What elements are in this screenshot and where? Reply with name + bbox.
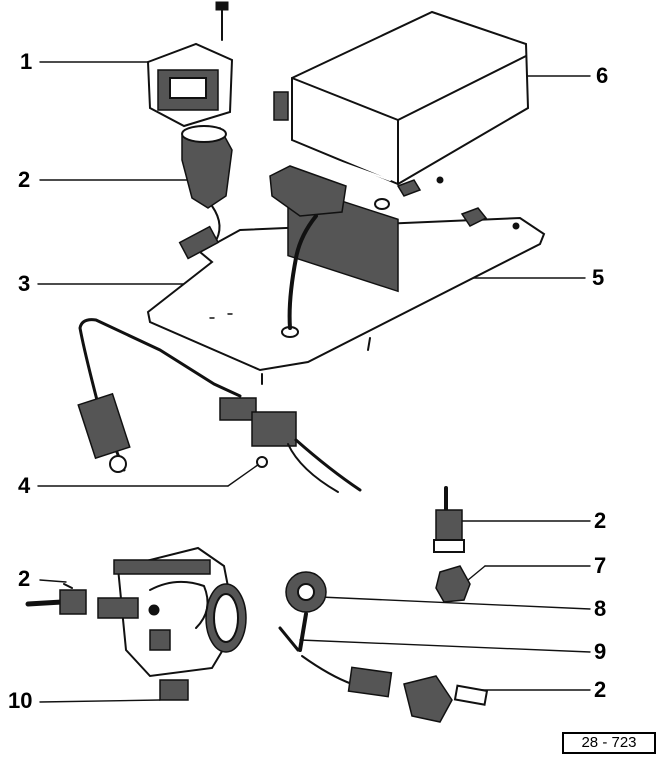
part-2-connector-left (25, 583, 87, 615)
callout-2-right: 2 (594, 508, 607, 533)
part-10-throttle-assembly (97, 546, 247, 701)
callout-6: 6 (596, 63, 609, 88)
part-8-knock-sensor (285, 571, 327, 652)
callout-5: 5 (592, 265, 605, 290)
callout-2-bottom-right: 2 (594, 677, 607, 702)
part-2-connector-right (433, 486, 465, 553)
part-1-module (146, 1, 234, 128)
callout-4: 4 (18, 473, 31, 498)
callout-2-top: 2 (18, 167, 31, 192)
part-7-sensor (435, 565, 471, 603)
callout-7: 7 (594, 553, 607, 578)
callout-3: 3 (18, 271, 31, 296)
part-2-connector-bottom-right (403, 675, 489, 723)
callout-1: 1 (20, 49, 33, 74)
callout-8: 8 (594, 596, 607, 621)
callout-9: 9 (594, 639, 607, 664)
callout-2-left: 2 (18, 566, 31, 591)
part-4-oxygen-sensor (77, 318, 362, 493)
figure-reference-code: 28 - 723 (562, 732, 656, 754)
mounting-plate (146, 176, 546, 385)
part-5-sensor (269, 165, 347, 330)
part-2-connector-top (178, 125, 233, 260)
callout-10: 10 (8, 688, 33, 713)
part-9-bolt-cable (278, 626, 393, 698)
